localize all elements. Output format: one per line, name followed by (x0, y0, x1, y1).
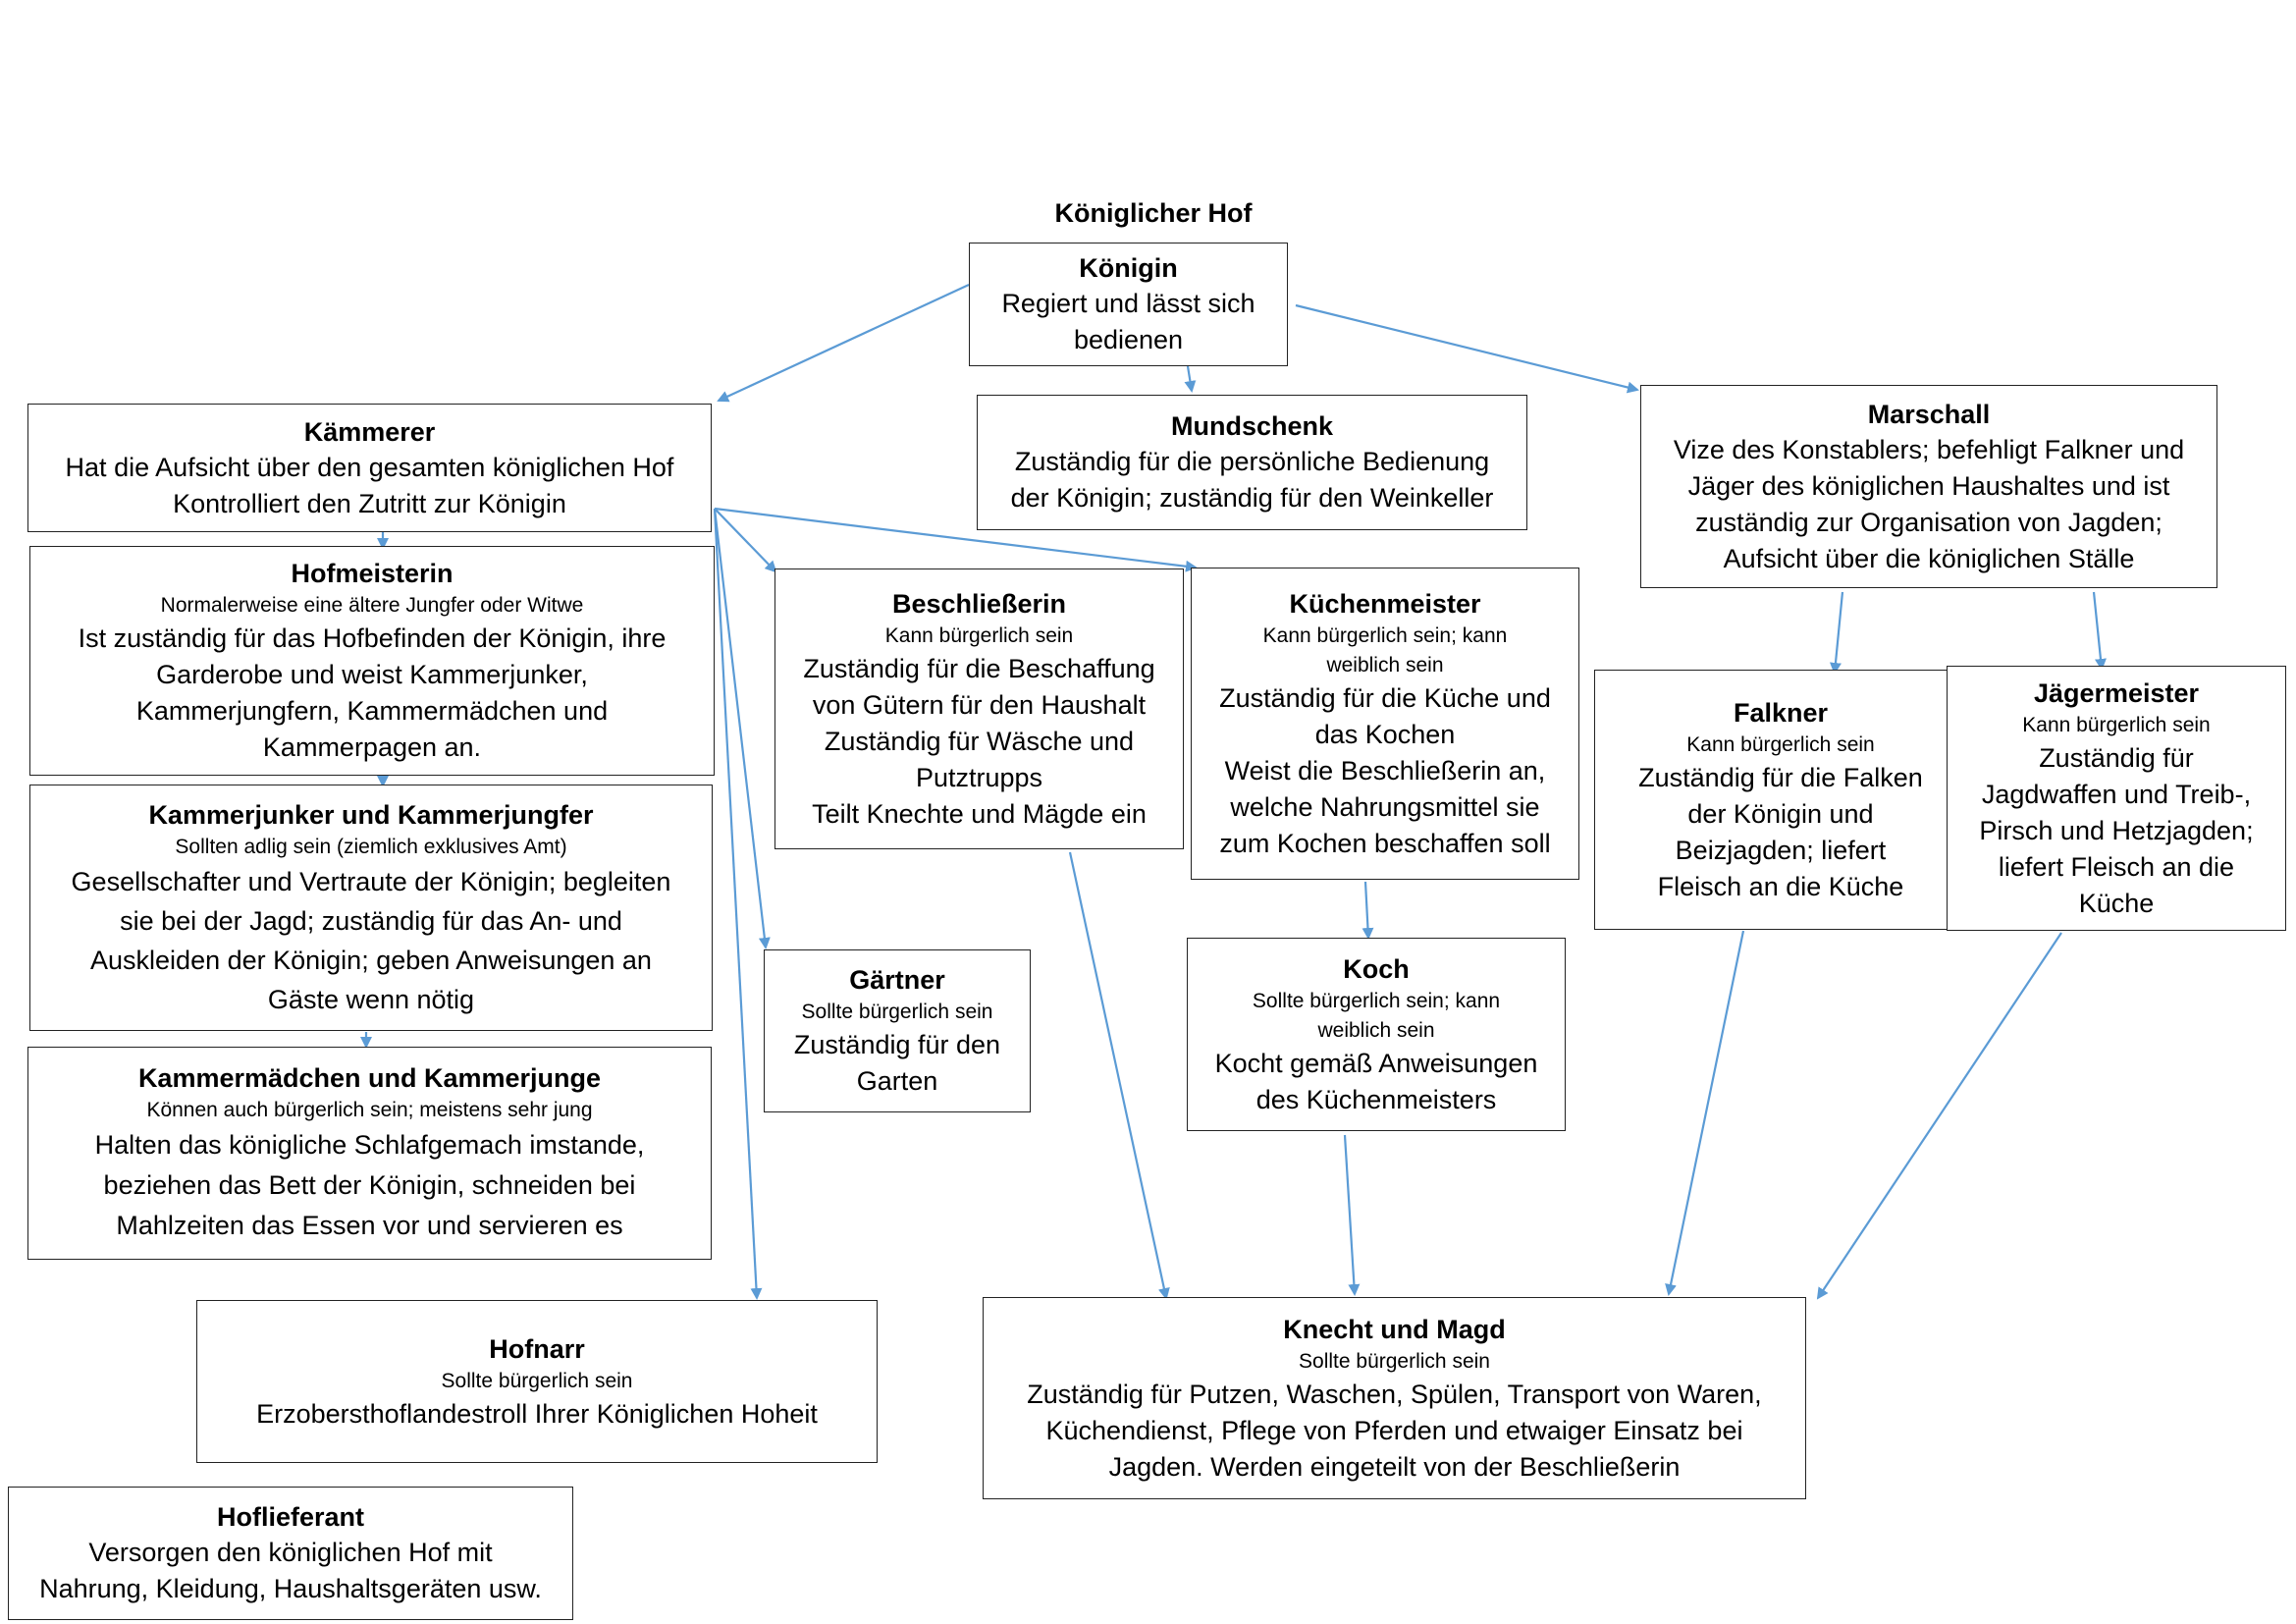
node-mundschenk: Mundschenk Zuständig für die persönliche… (977, 395, 1527, 530)
node-title: Marschall (1867, 399, 1991, 429)
node-description: Kocht gemäß Anweisungen des Küchenmeiste… (1214, 1048, 1538, 1114)
node-title: Gärtner (849, 965, 945, 995)
node-hoflieferant: Hoflieferant Versorgen den königlichen H… (8, 1487, 573, 1620)
node-title: Knecht und Magd (1283, 1314, 1506, 1344)
arrow-kaemmerer-gaertner (713, 508, 771, 949)
node-description: Zuständig für Jagdwaffen und Treib-, Pir… (1979, 742, 2254, 918)
node-title: Kammerjunker und Kammerjungfer (148, 799, 594, 830)
arrow-koenigin-marschall (1295, 303, 1639, 394)
node-note: Normalerweise eine ältere Jungfer oder W… (160, 594, 584, 617)
arrow-koenigin-mundschenk (1184, 365, 1197, 393)
arrow-koenigin-kaemmerer (717, 284, 970, 403)
node-hofnarr: Hofnarr Sollte bürgerlich sein Erzoberst… (196, 1300, 878, 1463)
node-note: Kann bürgerlich sein (884, 623, 1074, 647)
node-beschliesserin: Beschließerin Kann bürgerlich sein Zustä… (774, 568, 1184, 849)
node-falkner: Falkner Kann bürgerlich sein Zuständig f… (1594, 670, 1967, 930)
node-description: Halten das königliche Schlafgemach imsta… (94, 1130, 645, 1240)
node-description: Erzobersthoflandestroll Ihrer Königliche… (256, 1398, 818, 1429)
node-title: Hofmeisterin (291, 559, 454, 588)
node-gaertner: Gärtner Sollte bürgerlich sein Zuständig… (764, 949, 1031, 1112)
node-hofmeisterin: Hofmeisterin Normalerweise eine ältere J… (29, 546, 715, 776)
node-note: Kann bürgerlich sein (1686, 732, 1875, 756)
node-note: Sollte bürgerlich sein; kann weiblich se… (1252, 989, 1501, 1042)
node-description: Zuständig für die Küche und das Kochen W… (1219, 682, 1551, 858)
arrow-marschall-falkner (1829, 591, 1844, 675)
node-description: Gesellschafter und Vertraute der Königin… (71, 866, 671, 1014)
node-note: Können auch bürgerlich sein; meistens se… (146, 1099, 593, 1121)
node-description: Zuständig für Putzen, Waschen, Spülen, T… (1027, 1379, 1762, 1482)
node-note: Sollte bürgerlich sein (801, 1001, 993, 1023)
node-knecht: Knecht und Magd Sollte bürgerlich sein Z… (983, 1297, 1806, 1499)
node-description: Hat die Aufsicht über den gesamten könig… (65, 452, 674, 518)
node-jaegermeister: Jägermeister Kann bürgerlich sein Zustän… (1947, 666, 2286, 931)
arrow-kaemmerer-beschliesserin (714, 508, 777, 573)
node-note: Sollten adlig sein (ziemlich exklusives … (175, 835, 567, 858)
node-note: Kann bürgerlich sein; kann weiblich sein (1262, 623, 1508, 677)
node-title: Küchenmeister (1289, 588, 1481, 619)
node-title: Jägermeister (2033, 677, 2200, 708)
node-description: Vize des Konstablers; befehligt Falkner … (1673, 434, 2185, 573)
node-kammermaedchen: Kammermädchen und Kammerjunge Können auc… (27, 1047, 712, 1260)
arrow-koch-knecht (1343, 1134, 1361, 1296)
node-description: Versorgen den königlichen Hof mit Nahrun… (39, 1538, 542, 1603)
node-title: Kammermädchen und Kammerjunge (137, 1063, 602, 1093)
node-title: Hofnarr (489, 1333, 585, 1364)
arrow-beschliesserin-knecht (1068, 851, 1170, 1300)
node-title: Hoflieferant (216, 1502, 365, 1532)
node-description: Ist zuständig für das Hofbefinden der Kö… (78, 623, 667, 762)
node-koenigin: Königin Regiert und lässt sich bedienen (969, 243, 1288, 366)
node-description: Zuständig für die persönliche Bedienung … (1010, 447, 1494, 513)
arrow-jaegermeister-knecht (1816, 932, 2062, 1300)
node-marschall: Marschall Vize des Konstablers; befehlig… (1640, 385, 2217, 588)
node-description: Regiert und lässt sich bedienen (1001, 289, 1255, 354)
node-title: Mundschenk (1170, 411, 1334, 441)
node-description: Zuständig für den Garten (793, 1030, 1001, 1096)
node-kaemmerer: Kämmerer Hat die Aufsicht über den gesam… (27, 404, 712, 532)
node-kuechenmeister: Küchenmeister Kann bürgerlich sein; kann… (1191, 568, 1579, 880)
node-description: Zuständig für die Falken der Königin und… (1638, 762, 1923, 901)
arrow-marschall-jaegermeister (2092, 591, 2107, 671)
node-note: Sollte bürgerlich sein (441, 1369, 633, 1392)
node-note: Sollte bürgerlich sein (1299, 1349, 1490, 1373)
node-title: Koch (1343, 953, 1410, 984)
node-koch: Koch Sollte bürgerlich sein; kann weibli… (1187, 938, 1566, 1131)
arrow-kaemmerer-hofnarr (713, 508, 763, 1300)
node-description: Zuständig für die Beschaffung von Gütern… (803, 653, 1155, 829)
arrow-kuechenmeister-koch (1362, 881, 1374, 940)
node-title: Falkner (1733, 697, 1829, 728)
node-note: Kann bürgerlich sein (2022, 713, 2211, 736)
node-title: Beschließerin (891, 588, 1067, 619)
node-kammerjunker: Kammerjunker und Kammerjungfer Sollten a… (29, 785, 713, 1031)
node-title: Königin (1079, 253, 1178, 283)
diagram-title: Königlicher Hof (1054, 198, 1253, 228)
node-title: Kämmerer (303, 416, 436, 447)
arrow-falkner-knecht (1665, 930, 1745, 1296)
